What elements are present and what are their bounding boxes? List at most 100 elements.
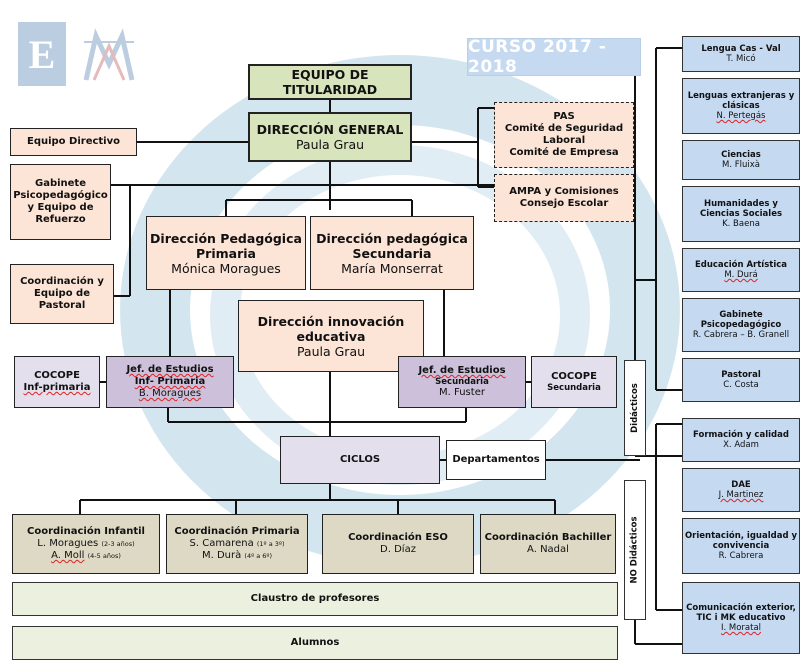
direccion-primaria-box: Dirección Pedagógica Primaria Mónica Mor… <box>146 216 306 290</box>
direccion-primaria-title-2: Primaria <box>196 245 256 261</box>
school-logo-e: E <box>18 22 66 86</box>
direccion-secundaria-title-2: Secundaria <box>352 245 432 261</box>
dept-title: DAE <box>731 479 751 490</box>
dept-title: Pastoral <box>721 369 761 380</box>
no-didacticos-label-box: NO Didácticos <box>624 480 646 620</box>
dept-title: Gabinete Psicopedagógico <box>700 309 782 330</box>
no-didacticos-label: NO Didácticos <box>630 516 641 584</box>
coordinacion-primaria-person-2: M. Durà <box>201 550 242 561</box>
direccion-innovacion-title-1: Dirección innovación <box>257 313 405 329</box>
gabinete-psicopedagogico-box: Gabinete Psicopedagógico y Equipo de Ref… <box>10 164 111 240</box>
equipo-directivo-box: Equipo Directivo <box>10 128 137 156</box>
dept-name: T. Micó <box>726 54 756 64</box>
jefatura-secundaria-name: M. Fuster <box>439 387 485 399</box>
coordinacion-primaria-box: Coordinación Primaria S. Camarena (1º a … <box>166 514 308 574</box>
direccion-general-title: DIRECCIÓN GENERAL <box>256 122 404 137</box>
ampa-line-2: Consejo Escolar <box>519 198 609 209</box>
jefatura-primaria-title: Jef. de Estudios <box>126 364 214 375</box>
coordinacion-primaria-title: Coordinación Primaria <box>174 526 300 537</box>
coordinacion-primaria-note-1: (1º a 3º) <box>256 540 285 548</box>
jefatura-primaria-subtitle: Inf- Primaria <box>134 376 206 387</box>
jefatura-secundaria-title: Jef. de Estudios <box>418 364 506 376</box>
coordinacion-infantil-note-2: (4-5 años) <box>87 552 121 560</box>
dept-lengua-cas-val: Lengua Cas - Val T. Micó <box>682 36 800 72</box>
ampa-consejo-box: AMPA y Comisiones Consejo Escolar <box>494 174 634 222</box>
direccion-innovacion-box: Dirección innovación educativa Paula Gra… <box>238 300 424 372</box>
coordinacion-primaria-note-2: (4º a 6º) <box>244 552 273 560</box>
dept-formacion-calidad: Formación y calidad X. Adam <box>682 418 800 462</box>
dept-title: Lengua Cas - Val <box>701 43 781 54</box>
dept-gabinete-psicopedagogico: Gabinete Psicopedagógico R. Cabrera – B.… <box>682 298 800 352</box>
dept-title: Humanidades y Ciencias Sociales <box>699 198 783 219</box>
pas-comites-box: PAS Comité de Seguridad Laboral Comité d… <box>494 102 634 168</box>
cocope-secundaria-box: COCOPE Secundaria <box>531 356 617 408</box>
gabinete-line-4: Refuerzo <box>35 214 86 225</box>
dept-name: R. Cabrera <box>718 551 764 562</box>
dept-comunicacion-exterior: Comunicación exterior, TIC i MK educativ… <box>682 582 800 654</box>
jefatura-primaria-name: B. Moragues <box>138 388 202 399</box>
coordinacion-eso-title: Coordinación ESO <box>348 532 448 543</box>
coordinacion-eso-name: D. Díaz <box>380 544 416 555</box>
dept-orientacion: Orientación, igualdad y convivencia R. C… <box>682 518 800 574</box>
pas-line-3: Comité de Empresa <box>509 147 619 158</box>
equipo-directivo-label: Equipo Directivo <box>26 136 120 147</box>
pas-line-1: PAS <box>553 111 575 122</box>
departamentos-label: Departamentos <box>452 454 540 465</box>
pastoral-line-1: Coordinación y <box>20 276 104 287</box>
dept-name: X. Adam <box>723 440 759 450</box>
coordinacion-infantil-note-1: (2-3 años) <box>101 540 135 548</box>
cocope-primaria-box: COCOPE Inf-primaria <box>14 356 100 408</box>
dept-title: Formación y calidad <box>693 429 789 440</box>
alumnos-box: Alumnos <box>12 626 618 660</box>
dept-dae: DAE J. Martinez <box>682 468 800 512</box>
dept-title: Comunicación exterior, TIC i MK educativ… <box>686 602 796 623</box>
dept-pastoral: Pastoral C. Costa <box>682 358 800 402</box>
cocope-primaria-subtitle: Inf-primaria <box>23 382 91 393</box>
direccion-primaria-name: Mónica Moragues <box>171 260 281 276</box>
jefatura-secundaria-box: Jef. de Estudios Secundaria M. Fuster <box>398 356 526 408</box>
pastoral-line-3: Pastoral <box>38 300 86 311</box>
ciclos-box: CICLOS <box>280 436 440 484</box>
equipo-titularidad-box: EQUIPO DE TITULARIDAD <box>248 64 412 100</box>
alumnos-label: Alumnos <box>290 637 340 648</box>
pastoral-line-2: Equipo de <box>34 288 90 299</box>
gabinete-line-3: y Equipo de <box>27 202 94 213</box>
direccion-secundaria-name: María Monserrat <box>341 260 443 276</box>
dept-lenguas-extranjeras: Lenguas extranjeras y clásicas N. Perteg… <box>682 78 800 134</box>
dept-name: M. Durá <box>724 270 758 280</box>
direccion-general-name: Paula Grau <box>295 137 365 152</box>
cocope-secundaria-title: COCOPE <box>551 370 597 382</box>
dept-title: Lenguas extranjeras y clásicas <box>687 90 795 111</box>
dept-name: K. Baena <box>722 219 760 230</box>
dept-title: Ciencias <box>721 149 761 160</box>
school-logo-monogram <box>83 28 135 81</box>
dept-title: Orientación, igualdad y convivencia <box>684 530 798 551</box>
coordinacion-eso-box: Coordinación ESO D. Díaz <box>322 514 474 574</box>
direccion-innovacion-title-2: educativa <box>296 328 366 344</box>
dept-name: R. Cabrera – B. Granell <box>692 330 790 341</box>
gabinete-line-1: Gabinete <box>34 178 86 189</box>
direccion-general-box: DIRECCIÓN GENERAL Paula Grau <box>248 112 412 162</box>
direccion-innovacion-name: Paula Grau <box>296 343 366 359</box>
direccion-secundaria-box: Dirección pedagógica Secundaria María Mo… <box>310 216 474 290</box>
jefatura-secundaria-subtitle: Secundaria <box>435 376 489 387</box>
dept-humanidades: Humanidades y Ciencias Sociales K. Baena <box>682 186 800 242</box>
dept-name: J. Martinez <box>718 490 764 500</box>
coordinacion-pastoral-box: Coordinación y Equipo de Pastoral <box>10 264 114 324</box>
dept-title: Educación Artística <box>694 259 788 270</box>
dept-ciencias: Ciencias M. Fluixà <box>682 140 800 180</box>
departamentos-box: Departamentos <box>446 440 546 480</box>
coordinacion-primaria-person-1: S. Camarena <box>189 538 254 549</box>
ampa-line-1: AMPA y Comisiones <box>509 186 619 197</box>
equipo-titularidad-label: EQUIPO DE TITULARIDAD <box>282 67 378 97</box>
dept-name: C. Costa <box>723 380 759 390</box>
coordinacion-infantil-person-1: L. Moragues <box>37 538 99 549</box>
coordinacion-bachiller-title: Coordinación Bachiller <box>484 532 612 543</box>
coordinacion-bachiller-name: A. Nadal <box>527 544 569 555</box>
claustro-box: Claustro de profesores <box>12 582 618 616</box>
coordinacion-infantil-person-2: A. Moll <box>51 550 85 561</box>
dept-name: N. Pertegás <box>716 111 766 122</box>
direccion-primaria-title-1: Dirección Pedagógica <box>150 230 302 246</box>
gabinete-line-2: Psicopedagógico <box>13 190 108 201</box>
